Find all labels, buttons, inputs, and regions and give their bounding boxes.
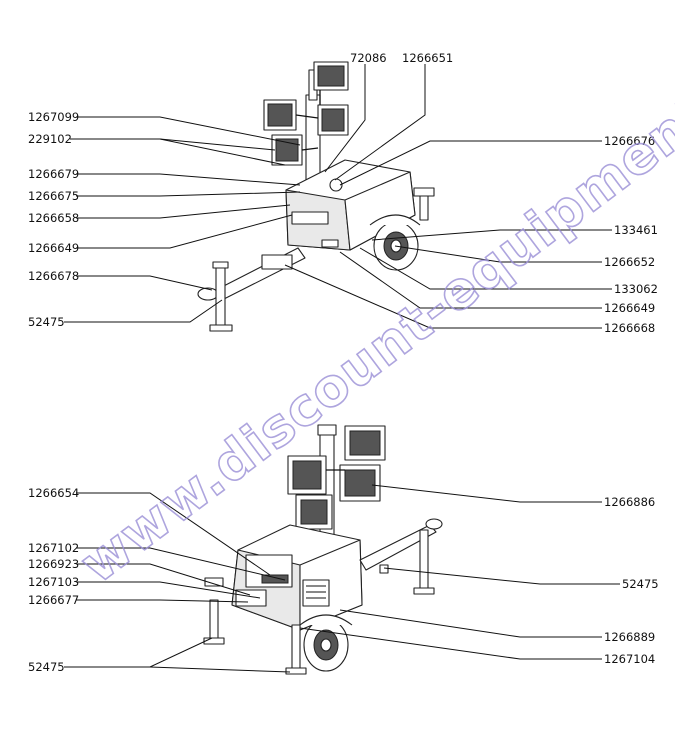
callout-label: 1266889 <box>604 630 655 644</box>
callout-label: 229102 <box>28 132 72 146</box>
callout-label: 1266675 <box>28 189 79 203</box>
lower-leader-lines <box>64 484 620 673</box>
callout-label: 133062 <box>614 282 658 296</box>
callout-label: 1267102 <box>28 541 79 555</box>
callout-label: 1266886 <box>604 495 655 509</box>
callout-label: 1266651 <box>402 51 453 65</box>
callout-label: 52475 <box>28 660 65 674</box>
callout-label: 1267104 <box>604 652 655 666</box>
lower-light-tower-drawing <box>203 424 443 675</box>
watermark-text: www.discount-equipment.com <box>70 0 675 595</box>
callout-label: 52475 <box>622 577 659 591</box>
lower-lamp-heads <box>287 425 386 530</box>
lower-callout-labels: 1266654 1267102 1266923 1267103 1266677 … <box>28 486 659 674</box>
upper-lamp-heads <box>263 61 349 166</box>
callout-label: 1266676 <box>604 134 655 148</box>
callout-label: 1267103 <box>28 575 79 589</box>
callout-label: 52475 <box>28 315 65 329</box>
callout-label: 1267099 <box>28 110 79 124</box>
callout-label: 1266677 <box>28 593 79 607</box>
callout-label: 1266923 <box>28 557 79 571</box>
callout-label: 72086 <box>350 51 387 65</box>
callout-label: 1266652 <box>604 255 655 269</box>
callout-label: 1266654 <box>28 486 79 500</box>
callout-label: 1266678 <box>28 269 79 283</box>
upper-light-tower-drawing <box>197 61 435 332</box>
callout-label: 1266649 <box>28 241 79 255</box>
upper-callout-labels: 1267099 229102 1266679 1266675 1266658 1… <box>28 51 658 335</box>
callout-label: 1266679 <box>28 167 79 181</box>
callout-label: 1266649 <box>604 301 655 315</box>
upper-leader-lines <box>64 64 612 329</box>
callout-label: 1266658 <box>28 211 79 225</box>
callout-label: 133461 <box>614 223 658 237</box>
callout-label: 1266668 <box>604 321 655 335</box>
